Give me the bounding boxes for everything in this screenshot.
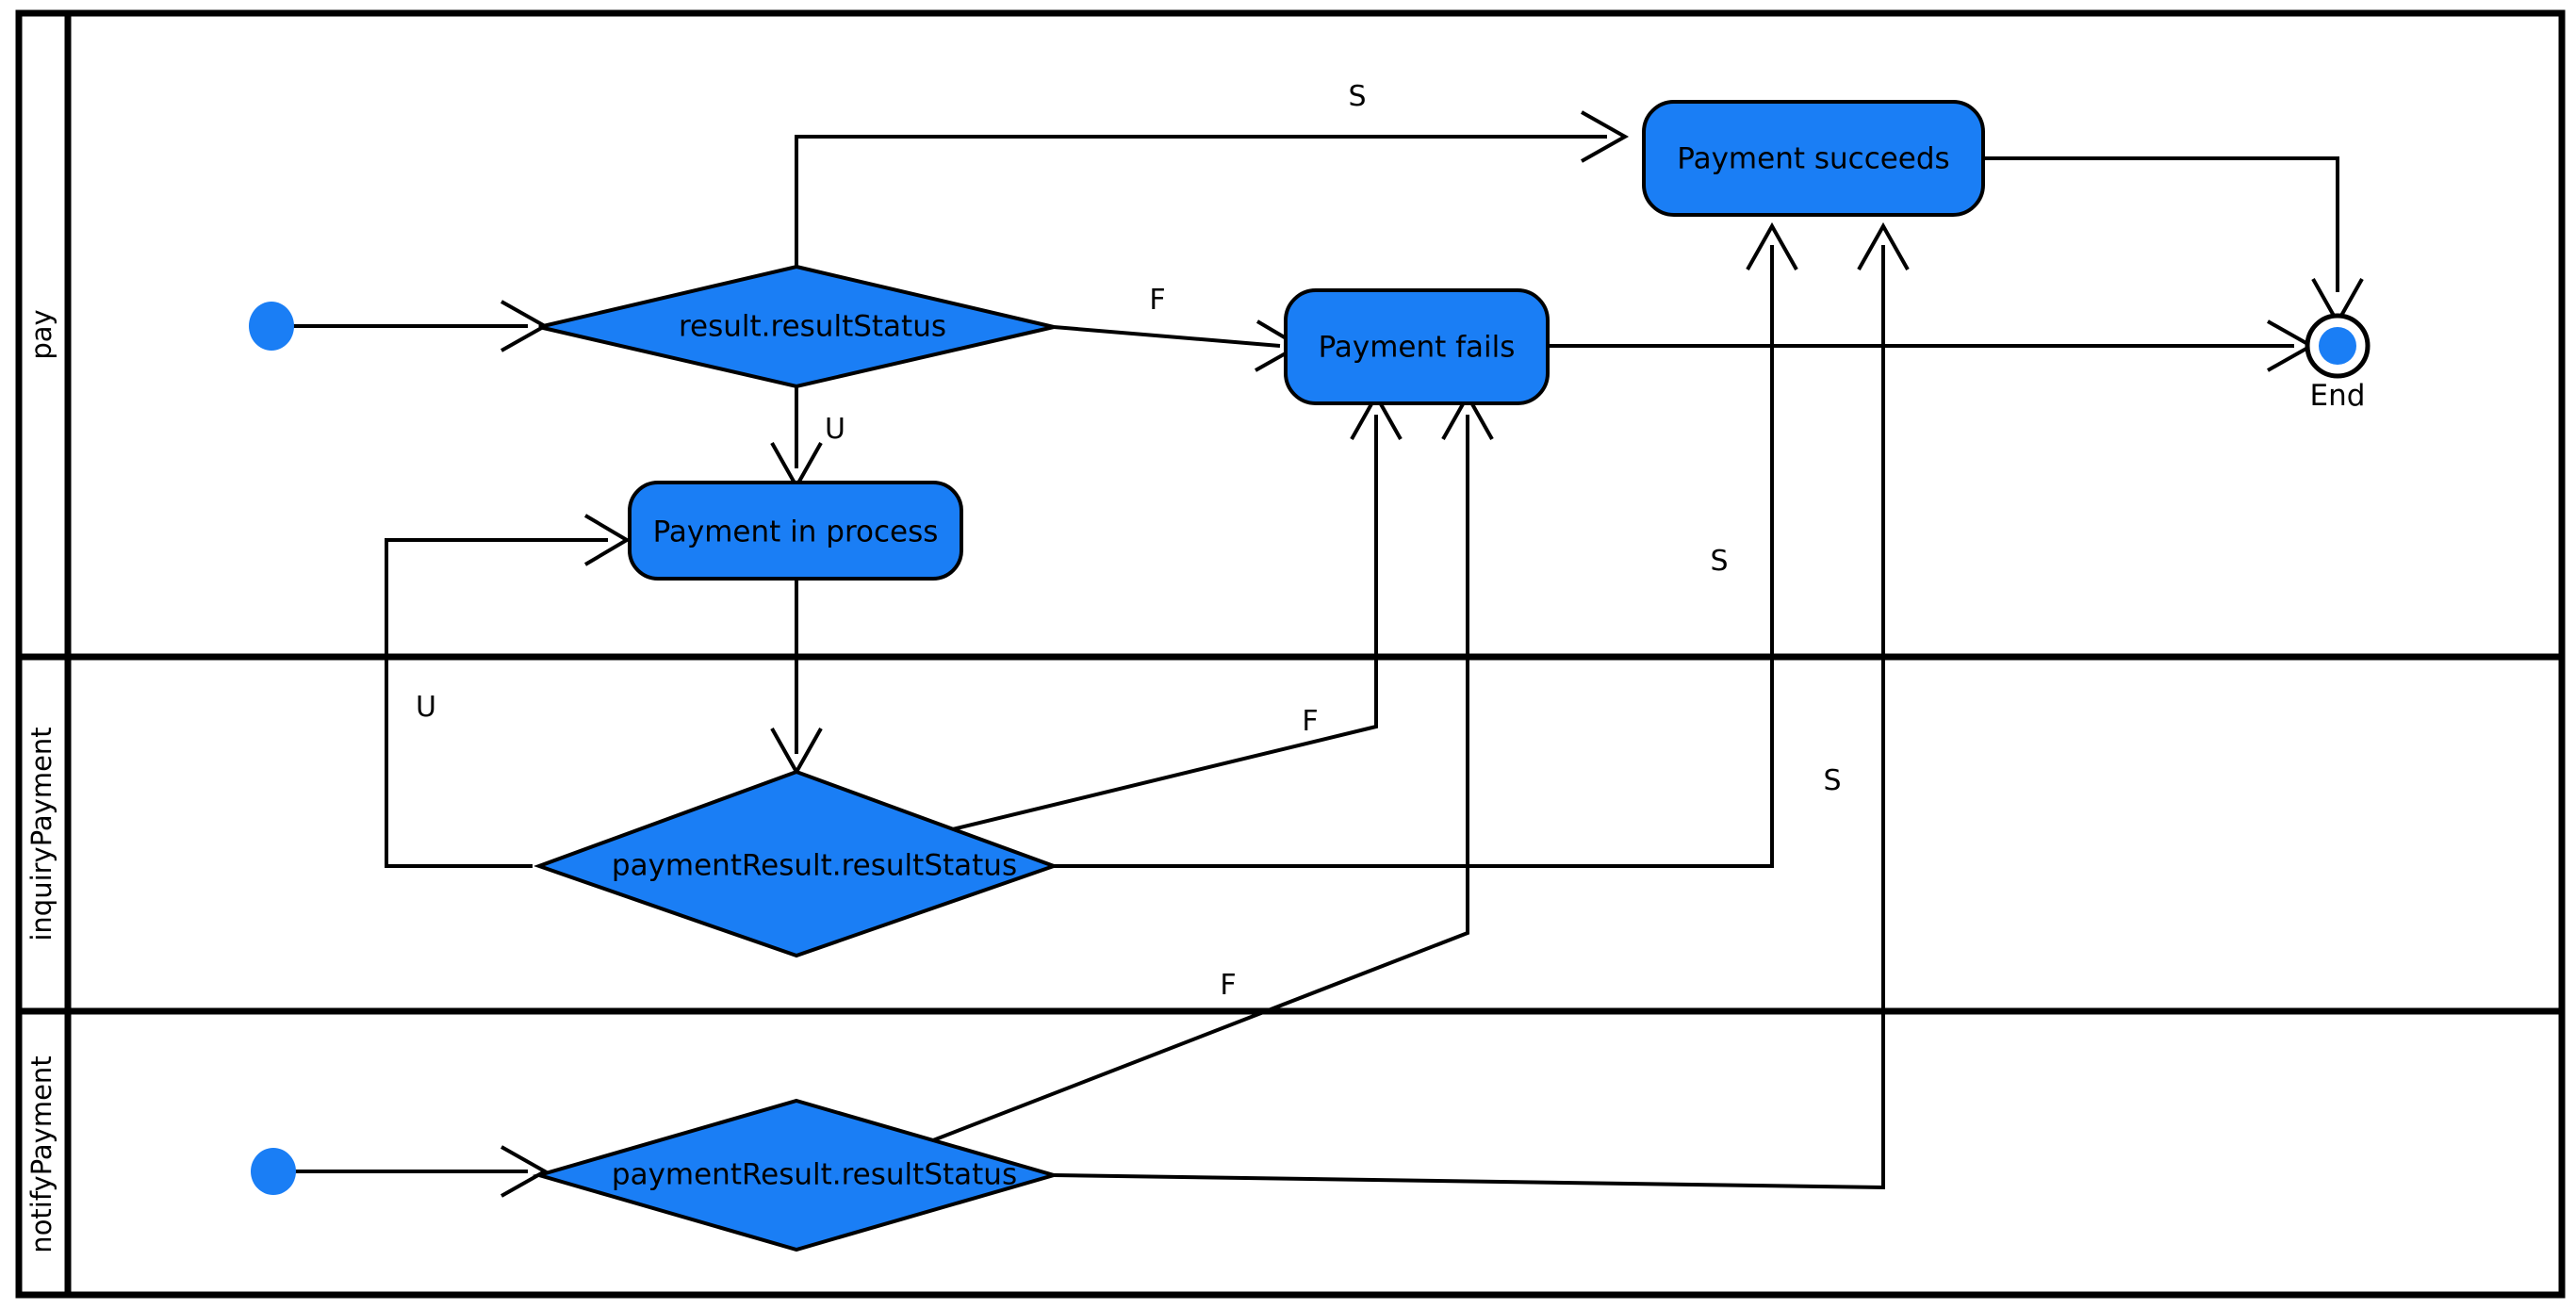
- lane-label-pay: pay: [25, 309, 57, 359]
- decision-label-result-status: result.resultStatus: [679, 310, 946, 344]
- decision-node-inquiry-payment-result[interactable]: paymentResult.resultStatus: [533, 769, 1059, 958]
- decision-diamond-notify-payment-result[interactable]: [532, 1098, 1061, 1252]
- decision-label-inquiry-payment-result: paymentResult.resultStatus: [612, 849, 1017, 883]
- edge-decision-inquiry-succeeds: [1054, 245, 1774, 868]
- action-box-payment-succeeds[interactable]: [1642, 100, 1985, 217]
- edge-label-s-top: S: [1348, 80, 1366, 113]
- edge-decision-notify-fails: [932, 415, 1469, 1142]
- action-label-payment-fails: Payment fails: [1319, 331, 1516, 365]
- action-box-payment-in-process[interactable]: [628, 481, 963, 581]
- edge-decision-inquiry-loop-u: [385, 538, 608, 868]
- final-node-label: End: [2310, 379, 2366, 413]
- edge-label-u-in-process: U: [825, 413, 845, 446]
- decision-node-notify-payment-result[interactable]: paymentResult.resultStatus: [532, 1098, 1061, 1252]
- lane-label-pay-group: pay: [25, 309, 57, 359]
- edge-arrowhead-succeeds-bottom-left: [1746, 221, 1798, 270]
- start-node-notify[interactable]: [251, 1148, 296, 1195]
- edge-decision-inquiry-fails: [932, 415, 1378, 836]
- edge-label-f-top: F: [1149, 284, 1165, 317]
- action-label-payment-in-process: Payment in process: [653, 515, 939, 549]
- lane-label-inquiry-group: inquiryPayment: [25, 727, 57, 941]
- edge-labels-group: S F U U F S S F: [416, 80, 1842, 1002]
- action-node-payment-fails[interactable]: Payment fails: [1284, 288, 1550, 405]
- edge-label-s-succeeds-mid: S: [1710, 545, 1728, 578]
- edge-label-s-notify: S: [1823, 764, 1841, 797]
- edge-succeeds-to-end: [1982, 156, 2339, 292]
- decision-label-notify-payment-result: paymentResult.resultStatus: [612, 1158, 1017, 1192]
- start-node-pay[interactable]: [249, 302, 294, 351]
- action-box-payment-fails[interactable]: [1284, 288, 1550, 405]
- edge-decision-result-succeeds: [795, 135, 1607, 267]
- edge-label-u-loop: U: [416, 691, 436, 724]
- edge-label-f-notify: F: [1220, 969, 1236, 1002]
- initial-node-circle-pay[interactable]: [249, 302, 294, 351]
- action-node-payment-in-process[interactable]: Payment in process: [628, 481, 963, 581]
- initial-node-circle-notify[interactable]: [251, 1148, 296, 1195]
- decision-diamond-inquiry-payment-result[interactable]: [533, 769, 1059, 958]
- lane-label-notifypayment: notifyPayment: [25, 1055, 57, 1252]
- action-node-payment-succeeds[interactable]: Payment succeeds: [1642, 100, 1985, 217]
- end-node[interactable]: End: [2305, 313, 2371, 413]
- edge-arrowhead-in-process-left: [583, 514, 631, 566]
- lane-label-notify-group: notifyPayment: [25, 1055, 57, 1252]
- decision-diamond-result-status[interactable]: [538, 264, 1055, 389]
- lane-label-inquirypayment: inquiryPayment: [25, 727, 57, 941]
- edge-decision-result-fails: [1053, 325, 1281, 348]
- edge-label-f-inquiry: F: [1302, 705, 1318, 738]
- edges-group: [292, 110, 2364, 1198]
- final-node-inner-circle: [2319, 327, 2356, 365]
- edge-arrowhead-succeeds-bottom-right: [1857, 221, 1910, 270]
- edge-arrowhead-decision-notify-left: [500, 1145, 550, 1198]
- swimlane-frame-group: [15, 9, 2566, 1299]
- decision-node-result-status[interactable]: result.resultStatus: [538, 264, 1055, 389]
- edge-decision-notify-succeeds: [1053, 245, 1885, 1190]
- action-label-payment-succeeds: Payment succeeds: [1677, 142, 1949, 176]
- edge-arrowhead-succeeds-left: [1581, 110, 1630, 163]
